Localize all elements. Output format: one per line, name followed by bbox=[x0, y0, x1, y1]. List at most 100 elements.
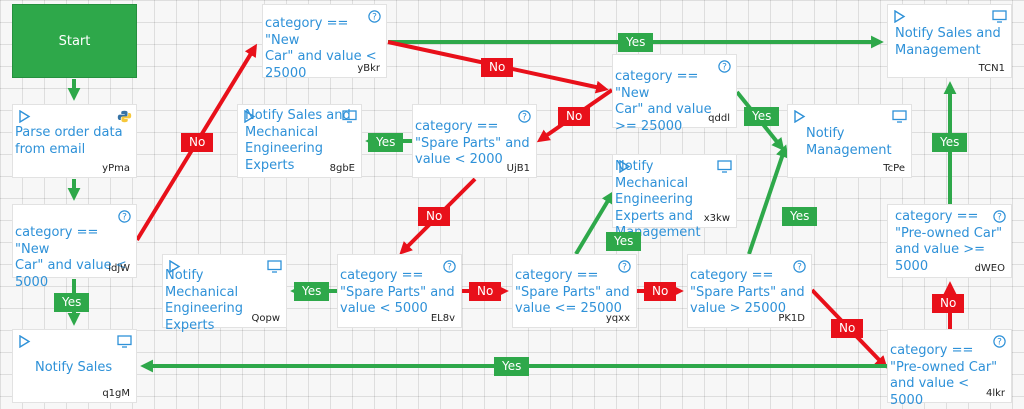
start-node[interactable]: Start bbox=[12, 4, 137, 78]
node-condition-idjw[interactable]: ? category == "New Car" and value < 5000… bbox=[12, 204, 137, 290]
monitor-icon bbox=[342, 108, 357, 123]
node-condition-dweo[interactable]: ? category == "Pre-owned Car" and value … bbox=[887, 204, 1012, 278]
node-parse-order-data[interactable]: Parse order data from email yPma bbox=[12, 104, 137, 178]
node-text: category == "New Car" and value < 25000 bbox=[265, 16, 377, 81]
help-icon: ? bbox=[117, 208, 132, 223]
play-icon bbox=[892, 8, 907, 24]
monitor-icon bbox=[717, 158, 732, 173]
help-icon: ? bbox=[367, 8, 382, 23]
node-text: category == "Spare Parts" and value > 25… bbox=[690, 268, 805, 316]
node-text: Parse order data from email bbox=[15, 125, 123, 157]
node-id: 4lkr bbox=[985, 388, 1005, 399]
node-text: category == "New Car" and value >= 25000 bbox=[615, 69, 712, 134]
edge-label-yes[interactable]: Yes bbox=[618, 33, 654, 52]
edge-label-no[interactable]: No bbox=[932, 294, 965, 313]
node-id: dWEO bbox=[974, 263, 1005, 274]
node-text: Notify Sales and Mechanical Engineering … bbox=[245, 108, 351, 173]
node-text: category == "Spare Parts" and value < 20… bbox=[415, 119, 530, 167]
node-text: category == "Pre-owned Car" and value >=… bbox=[895, 209, 1003, 274]
edge-label-no[interactable]: No bbox=[831, 319, 864, 338]
svg-text:?: ? bbox=[997, 213, 1002, 223]
help-icon: ? bbox=[517, 108, 532, 123]
node-notify-sales[interactable]: Notify Sales q1gM bbox=[12, 329, 137, 403]
svg-text:?: ? bbox=[622, 263, 627, 273]
node-notify-management[interactable]: Notify Management TcPe bbox=[787, 104, 912, 178]
help-icon: ? bbox=[792, 258, 807, 273]
node-condition-qddl[interactable]: ? category == "New Car" and value >= 250… bbox=[612, 54, 737, 134]
node-id: PK1D bbox=[778, 313, 805, 324]
edge-pk1d-tcpe[interactable] bbox=[747, 144, 789, 255]
help-icon: ? bbox=[992, 208, 1007, 223]
node-notify-sales-mech[interactable]: Notify Sales and Mechanical Engineering … bbox=[237, 104, 362, 178]
edge-label-yes[interactable]: Yes bbox=[744, 107, 780, 126]
edge-label-no[interactable]: No bbox=[558, 107, 591, 126]
edge-label-no[interactable]: No bbox=[181, 133, 214, 152]
edge-label-no[interactable]: No bbox=[481, 58, 514, 77]
node-condition-ujb1[interactable]: ? category == "Spare Parts" and value < … bbox=[412, 104, 537, 178]
help-icon: ? bbox=[992, 333, 1007, 348]
play-icon bbox=[242, 108, 257, 124]
node-id: qddl bbox=[708, 113, 730, 124]
node-id: x3kw bbox=[703, 213, 730, 224]
edge-label-yes[interactable]: Yes bbox=[368, 133, 404, 152]
node-condition-ybkr[interactable]: ? category == "New Car" and value < 2500… bbox=[262, 4, 387, 81]
node-condition-4lkr[interactable]: ? category == "Pre-owned Car" and value … bbox=[887, 329, 1012, 408]
edge-label-no[interactable]: No bbox=[418, 207, 451, 226]
node-id: Qopw bbox=[251, 313, 280, 324]
edge-label-yes[interactable]: Yes bbox=[54, 293, 90, 312]
node-id: TCN1 bbox=[978, 63, 1005, 74]
play-icon bbox=[17, 108, 32, 124]
node-id: TcPe bbox=[883, 163, 905, 174]
svg-text:?: ? bbox=[372, 13, 377, 23]
svg-text:?: ? bbox=[722, 63, 727, 73]
svg-text:?: ? bbox=[797, 263, 802, 273]
play-icon bbox=[167, 258, 182, 274]
node-text: Notify Management bbox=[806, 126, 892, 158]
help-icon: ? bbox=[617, 258, 632, 273]
node-text: Notify Sales bbox=[35, 360, 113, 375]
node-notify-mech-mgmt[interactable]: Notify Mechanical Engineering Experts an… bbox=[612, 154, 737, 240]
edge-label-yes[interactable]: Yes bbox=[494, 357, 530, 376]
edge-label-yes[interactable]: Yes bbox=[606, 232, 642, 251]
node-id: q1gM bbox=[102, 388, 130, 399]
python-icon bbox=[117, 108, 132, 123]
help-icon: ? bbox=[717, 58, 732, 73]
play-icon bbox=[792, 108, 807, 124]
node-id: idjW bbox=[108, 263, 130, 274]
node-id: yBkr bbox=[357, 63, 380, 74]
monitor-icon bbox=[892, 108, 907, 123]
edge-label-no[interactable]: No bbox=[644, 282, 677, 301]
edge-label-yes[interactable]: Yes bbox=[782, 207, 818, 226]
edge-label-yes[interactable]: Yes bbox=[294, 282, 330, 301]
svg-text:?: ? bbox=[997, 338, 1002, 348]
node-condition-pk1d[interactable]: ? category == "Spare Parts" and value > … bbox=[687, 254, 812, 328]
node-notify-mech[interactable]: Notify Mechanical Engineering Experts Qo… bbox=[162, 254, 287, 333]
play-icon bbox=[617, 158, 632, 174]
node-condition-yqxx[interactable]: ? category == "Spare Parts" and value <=… bbox=[512, 254, 637, 328]
node-text: Notify Mechanical Engineering Experts an… bbox=[615, 159, 701, 240]
node-text: Notify Sales and Management bbox=[895, 26, 1001, 58]
node-text: Notify Mechanical Engineering Experts bbox=[165, 268, 243, 333]
node-text: category == "New Car" and value < 5000 bbox=[15, 225, 127, 290]
node-id: 8gbE bbox=[329, 163, 355, 174]
svg-text:?: ? bbox=[122, 213, 127, 223]
play-icon bbox=[17, 333, 32, 349]
node-text: category == "Pre-owned Car" and value < … bbox=[890, 343, 998, 408]
node-condition-el8v[interactable]: ? category == "Spare Parts" and value < … bbox=[337, 254, 462, 328]
node-id: yqxx bbox=[605, 313, 630, 324]
edge-label-yes[interactable]: Yes bbox=[932, 133, 968, 152]
monitor-icon bbox=[992, 8, 1007, 23]
start-label: Start bbox=[58, 33, 91, 49]
node-id: yPma bbox=[102, 163, 130, 174]
edge-label-no[interactable]: No bbox=[469, 282, 502, 301]
monitor-icon bbox=[267, 258, 282, 273]
node-id: EL8v bbox=[430, 313, 455, 324]
node-text: category == "Spare Parts" and value < 50… bbox=[340, 268, 455, 316]
node-notify-sales-mgmt[interactable]: Notify Sales and Management TCN1 bbox=[887, 4, 1012, 78]
node-id: UjB1 bbox=[506, 163, 530, 174]
svg-text:?: ? bbox=[447, 263, 452, 273]
monitor-icon bbox=[117, 333, 132, 348]
node-text: category == "Spare Parts" and value <= 2… bbox=[515, 268, 630, 316]
help-icon: ? bbox=[442, 258, 457, 273]
edge-yqxx-x3kw[interactable] bbox=[574, 190, 614, 256]
